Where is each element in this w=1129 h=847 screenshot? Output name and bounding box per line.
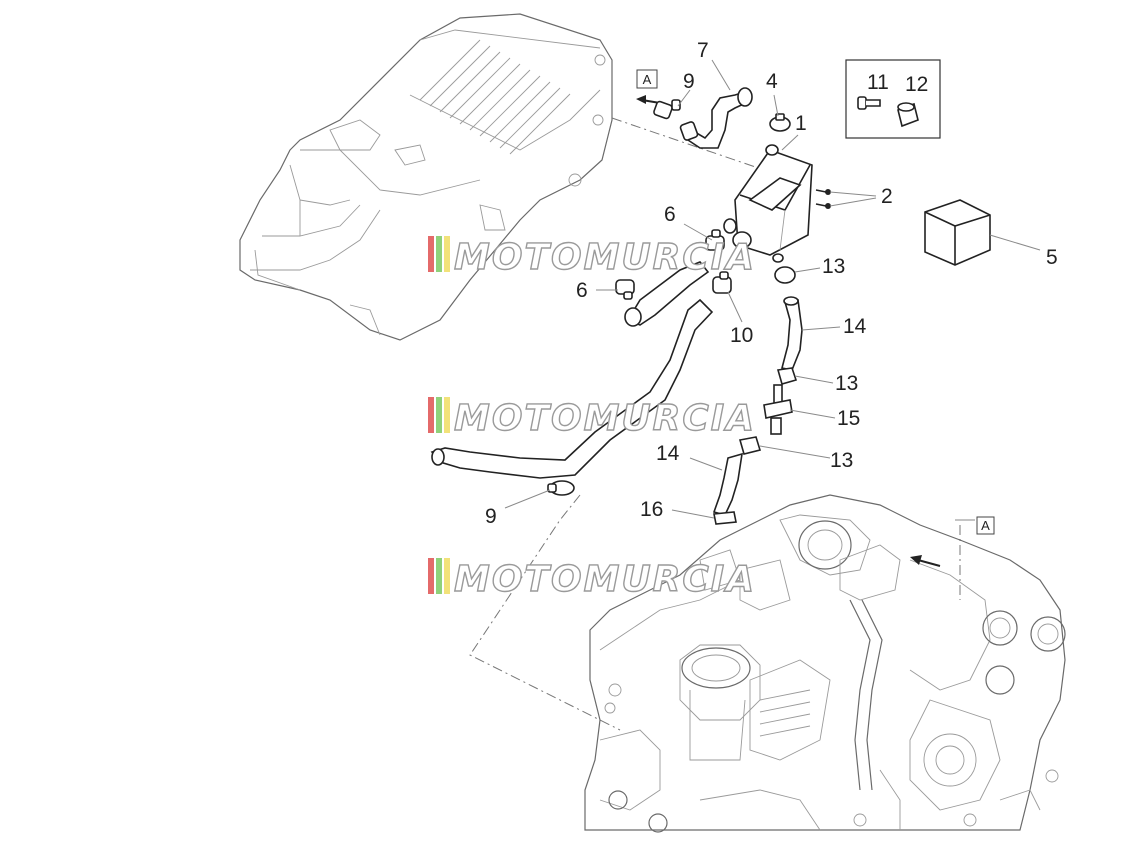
callout-5: 5 (1046, 246, 1058, 269)
watermark-text: MOTOMURCIA (454, 237, 756, 278)
arrow-head-left-icon (910, 555, 922, 565)
clamp-part-9-top (653, 99, 681, 120)
clamp-part-13-middle (776, 367, 798, 385)
hose-part-14-top (781, 296, 803, 371)
parts-kit-box (845, 59, 941, 139)
fitting-part-16 (713, 511, 737, 525)
watermark-text: MOTOMURCIA (454, 559, 756, 600)
reference-mark-bottom: A (910, 516, 995, 567)
callout-14-bottom: 14 (656, 442, 680, 465)
callout-2: 2 (881, 185, 893, 208)
callout-6-upper: 6 (664, 203, 676, 226)
reference-mark-top-label: A (643, 72, 652, 87)
watermark-1: MOTOMURCIA (428, 236, 756, 279)
guide-line-upper (611, 117, 771, 173)
hose-part-14-bottom (712, 452, 743, 516)
clamp-part-6-lower (615, 279, 635, 300)
callout-15: 15 (837, 407, 860, 430)
callout-10: 10 (730, 324, 753, 347)
leader-lines (504, 59, 1041, 519)
clamp-part-13-bottom (738, 436, 762, 455)
short-hose-part (624, 261, 710, 327)
callout-9-top: 9 (683, 70, 695, 93)
callout-6-lower: 6 (576, 279, 588, 302)
callout-4: 4 (766, 70, 778, 93)
arrow-head-left-icon (636, 95, 646, 104)
separator-part-1 (723, 144, 813, 263)
reference-mark-bottom-label: A (981, 518, 990, 533)
callout-12: 12 (905, 73, 928, 96)
callout-13-top: 13 (822, 255, 845, 278)
callout-11: 11 (867, 71, 889, 94)
valve-part-15 (763, 384, 793, 435)
spacer-part-12 (897, 102, 919, 128)
watermark-3: MOTOMURCIA (428, 558, 756, 601)
callout-14-top: 14 (843, 315, 867, 338)
watermark-2: MOTOMURCIA (428, 397, 756, 440)
hose-part-7 (679, 87, 753, 149)
watermark-text: MOTOMURCIA (454, 398, 756, 439)
clamp-part-9-bottom (547, 480, 575, 496)
long-hose-part (430, 298, 714, 479)
callout-16: 16 (640, 498, 663, 521)
clamp-part-4 (769, 113, 791, 132)
clamp-part-13-top (774, 266, 796, 284)
arrow-left-icon (917, 559, 941, 567)
screw-part-11 (857, 96, 881, 110)
airbox-drawing (239, 13, 613, 341)
screw-part-2 (815, 189, 831, 209)
clamp-part-10 (712, 271, 732, 294)
engine-drawing (584, 494, 1066, 833)
kit-box-part-5 (924, 199, 991, 266)
callout-1: 1 (795, 112, 807, 135)
callout-9-bottom: 9 (485, 505, 497, 528)
callout-13-middle: 13 (835, 372, 858, 395)
clamp-part-6-upper (705, 229, 725, 251)
guide-line-lower (469, 494, 621, 731)
reference-mark-top: A (636, 69, 661, 104)
callout-13-bottom: 13 (830, 449, 853, 472)
callout-7: 7 (697, 39, 709, 62)
